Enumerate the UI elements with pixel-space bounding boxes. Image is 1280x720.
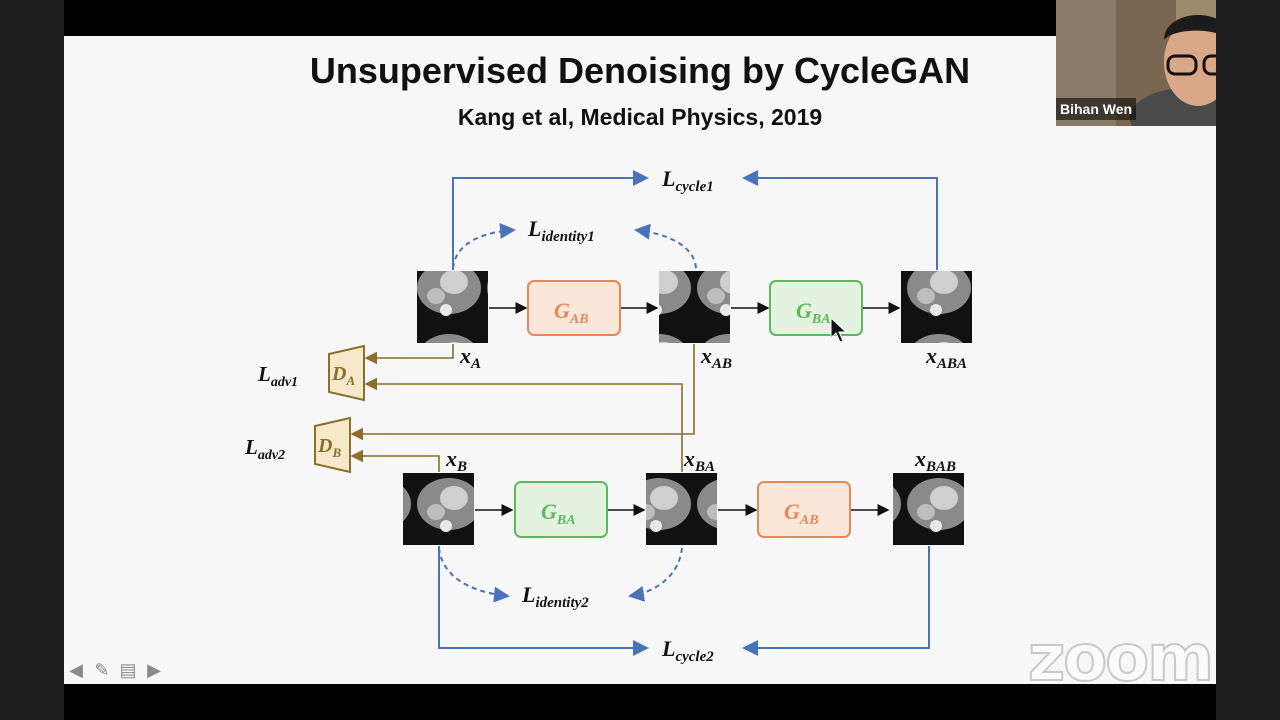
slide-nav-controls: ◀ ✎ ▤ ▶: [66, 660, 164, 680]
ct-image-xba: [646, 473, 717, 545]
right-letterbox: [1216, 0, 1280, 720]
label-xbab: xBAB: [914, 446, 956, 475]
label-xaba: xABA: [925, 343, 967, 372]
discriminator-b: DB: [314, 416, 351, 474]
participant-video[interactable]: Bihan Wen: [1056, 0, 1216, 126]
svg-text:GBA: GBA: [541, 499, 576, 528]
identity2-arrow-left: [438, 547, 510, 603]
label-xab: xAB: [700, 343, 732, 372]
pen-icon[interactable]: ✎: [94, 660, 110, 680]
presentation-slide: Unsupervised Denoising by CycleGAN Kang …: [64, 36, 1216, 684]
cyclegan-diagram: Lcycle1 Lidentity1 GAB GBA xA xAB xABA: [244, 166, 972, 665]
participant-name: Bihan Wen: [1056, 98, 1137, 120]
loss-adv1-label: Ladv1: [257, 362, 298, 390]
mouse-cursor-icon: [830, 316, 848, 343]
cycle2-loop: [438, 546, 930, 656]
label-xa: xA: [459, 343, 481, 372]
ct-image-xa: [417, 271, 488, 343]
generator-ab-top: GAB: [527, 280, 621, 336]
identity2-arrow-right: [628, 547, 683, 602]
ct-image-xaba: [901, 271, 972, 343]
generator-ab-bottom: GAB: [757, 481, 851, 538]
cycle1-loop: [452, 170, 938, 270]
ct-image-xab: [659, 271, 730, 343]
ct-image-xb: [403, 473, 474, 545]
slide-title: Unsupervised Denoising by CycleGAN: [309, 50, 971, 91]
zoom-watermark: zoom: [1027, 621, 1215, 697]
label-xba: xBA: [683, 446, 715, 475]
svg-text:GAB: GAB: [554, 298, 589, 327]
loss-cycle1-label: Lcycle1: [661, 166, 714, 195]
left-letterbox: [0, 0, 64, 720]
menu-icon[interactable]: ▤: [119, 660, 137, 680]
svg-text:GAB: GAB: [784, 499, 819, 528]
ct-image-xbab: [893, 473, 964, 545]
svg-text:DB: DB: [317, 435, 341, 460]
identity1-arrow-right: [634, 223, 697, 269]
loss-adv2-label: Ladv2: [244, 435, 285, 463]
label-xb: xB: [445, 446, 467, 475]
svg-text:GBA: GBA: [796, 298, 831, 327]
identity1-arrow-left: [452, 222, 516, 269]
generator-ba-top: GBA: [769, 280, 863, 336]
adversarial-connections: [350, 344, 695, 472]
svg-text:DA: DA: [331, 363, 355, 388]
arrow-right-icon[interactable]: ▶: [147, 660, 161, 680]
loss-cycle2-label: Lcycle2: [661, 636, 714, 665]
arrow-left-icon[interactable]: ◀: [69, 660, 83, 680]
loss-identity2-label: Lidentity2: [521, 582, 589, 611]
generator-ba-bottom: GBA: [514, 481, 608, 538]
loss-identity1-label: Lidentity1: [527, 216, 595, 245]
slide-subtitle: Kang et al, Medical Physics, 2019: [457, 104, 823, 130]
discriminator-a: DA: [328, 344, 365, 402]
